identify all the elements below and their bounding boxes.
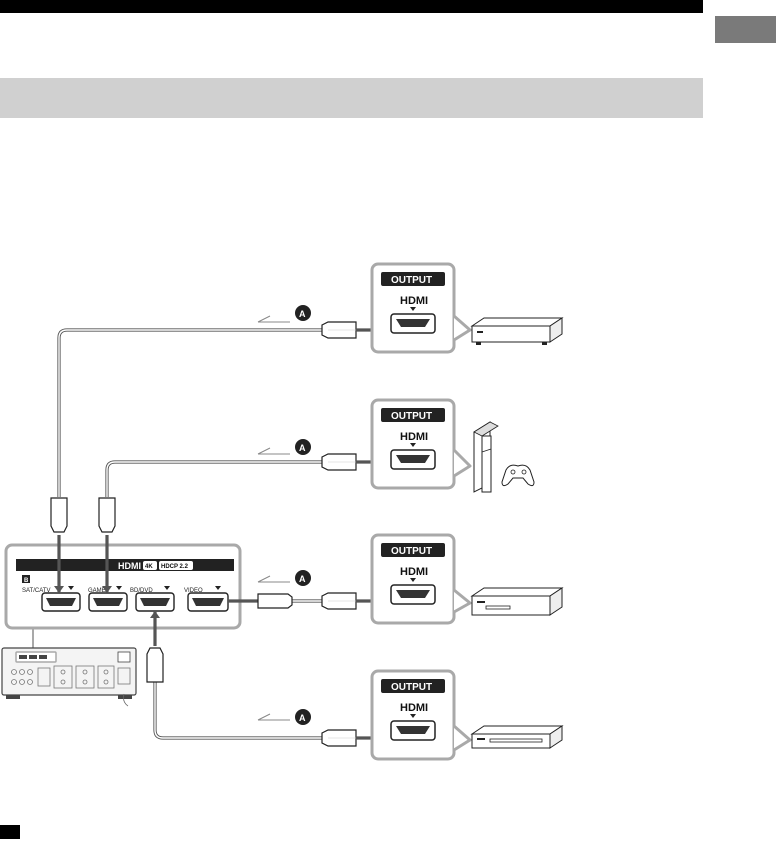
footer-marker [0,825,20,839]
receiver-hdmi-panel: HDMI 4K HDCP 2.2 B SAT/CATV GAME BD/DVD … [4,543,242,630]
port-label: HDMI [400,566,428,578]
cable-sat [57,328,322,592]
hdmi-plug-bd [146,647,164,683]
hdmi-jack-bd [135,592,175,612]
output-label: OUTPUT [391,275,432,286]
port-label: HDMI [400,431,428,443]
hdmi-plug-video [257,593,293,609]
port-label: HDMI [400,702,428,714]
hdmi-jack-sat [41,592,81,612]
badge-hdcp: HDCP 2.2 [161,564,189,570]
cable-marker-3: A [295,570,311,586]
jack-label-bd: BD/DVD [130,588,153,594]
cable-marker-4: A [295,709,311,725]
device-output-panel-3: OUTPUT HDMI [370,533,456,625]
panel-tag: B [24,578,29,584]
game-console-icon [473,421,535,493]
hdmi-plug-device-1 [321,321,357,339]
jack-label-game: GAME [88,588,106,594]
output-label: OUTPUT [391,546,432,557]
receiver-rear-illustration [1,647,137,707]
jack-label-video: VIDEO [184,588,203,594]
hdmi-jack-game [88,592,128,612]
port-label: HDMI [400,295,428,307]
hdmi-logo: HDMI [118,561,141,571]
svg-text:A: A [299,309,306,319]
cable-marker-2: A [295,439,311,455]
output-label: OUTPUT [391,411,432,422]
top-rule [0,0,703,13]
hdmi-plug-game [98,497,116,533]
cable-game [105,460,322,592]
output-label: OUTPUT [391,682,432,693]
hdmi-plug-device-2 [321,453,357,471]
device-output-panel-4: OUTPUT HDMI [370,669,456,761]
dvd-player-icon [470,725,564,749]
hdmi-plug-device-3 [321,592,357,610]
hdmi-plug-device-4 [321,729,357,747]
cable-marker-1: A [295,305,311,321]
set-top-box-icon [470,317,564,345]
section-heading-bar [0,78,703,118]
hdmi-jack-video [187,592,229,612]
svg-text:A: A [299,443,306,453]
jack-label-sat: SAT/CATV [22,588,50,594]
svg-text:A: A [299,574,306,584]
badge-4k: 4K [145,564,153,570]
blu-ray-player-icon [470,587,564,616]
signal-flow-arrows [257,315,290,721]
device-output-panel-1: OUTPUT HDMI [370,262,456,354]
hdmi-plug-sat [50,497,68,533]
side-tab [715,16,776,43]
device-output-panel-2: OUTPUT HDMI [370,398,456,490]
svg-text:A: A [299,713,306,723]
